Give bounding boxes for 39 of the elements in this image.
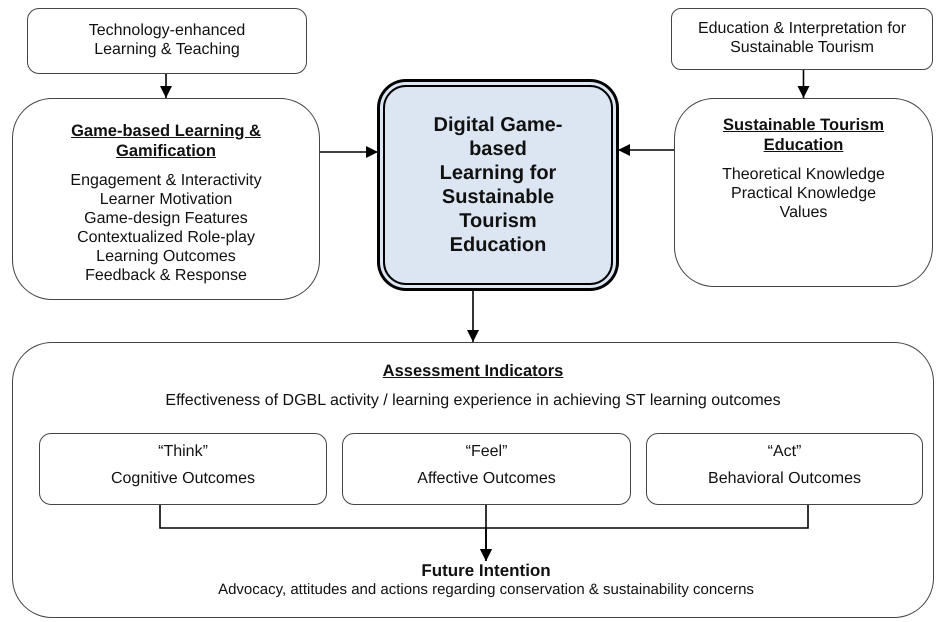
quote-label: “Act”: [768, 442, 802, 461]
rounded-box: [674, 98, 933, 287]
body-text: Cognitive Outcomes: [110, 469, 256, 488]
body-text: Feedback & Response: [85, 266, 247, 285]
rounded-box: [27, 8, 307, 74]
body-text: Affective Outcomes: [417, 469, 556, 488]
quote-label: “Think”: [158, 442, 208, 461]
body-text: Game-design Features: [84, 209, 248, 228]
body-text: Education & Interpretation for Sustainable Tourism: [696, 19, 908, 57]
central-box: [378, 80, 618, 290]
body-text: Advocacy, attitudes and actions regarding conservation & sustainability concerns: [218, 580, 754, 599]
rounded-box: [12, 342, 934, 618]
arrow: [480, 505, 809, 561]
body-text: Learner Motivation: [100, 190, 232, 209]
body-text: Learning Outcomes: [96, 247, 236, 266]
outcome-box: [39, 433, 327, 505]
body-text: Engagement & Interactivity: [70, 171, 262, 190]
body-text: Effectiveness of DGBL activity / learning experience in achieving ST learning outcomes: [165, 391, 781, 410]
body-text: Contextualized Role-play: [77, 228, 255, 247]
body-text: Values: [780, 203, 828, 222]
outcome-box: [646, 433, 923, 505]
body-text: Behavioral Outcomes: [708, 469, 861, 488]
body-text: Practical Knowledge: [731, 184, 876, 203]
heading: Assessment Indicators: [382, 361, 564, 381]
outcome-box: [342, 433, 631, 505]
arrow: [618, 144, 674, 156]
title-text: Digital Game-based Learning for Sustainable Tourism Education: [432, 113, 564, 257]
arrow: [798, 70, 810, 98]
arrow: [160, 74, 172, 98]
rounded-box: [12, 98, 320, 300]
rounded-box: [671, 8, 933, 70]
quote-label: “Feel”: [466, 442, 508, 461]
heading: Sustainable Tourism Education: [722, 115, 886, 155]
body-text: Technology-enhanced Learning & Teaching: [88, 21, 246, 59]
heading: Game-based Learning & Gamification: [70, 121, 262, 161]
arrow: [320, 146, 378, 158]
body-text: Theoretical Knowledge: [722, 165, 885, 184]
arrow: [467, 290, 479, 342]
heading: Future Intention: [421, 561, 551, 580]
